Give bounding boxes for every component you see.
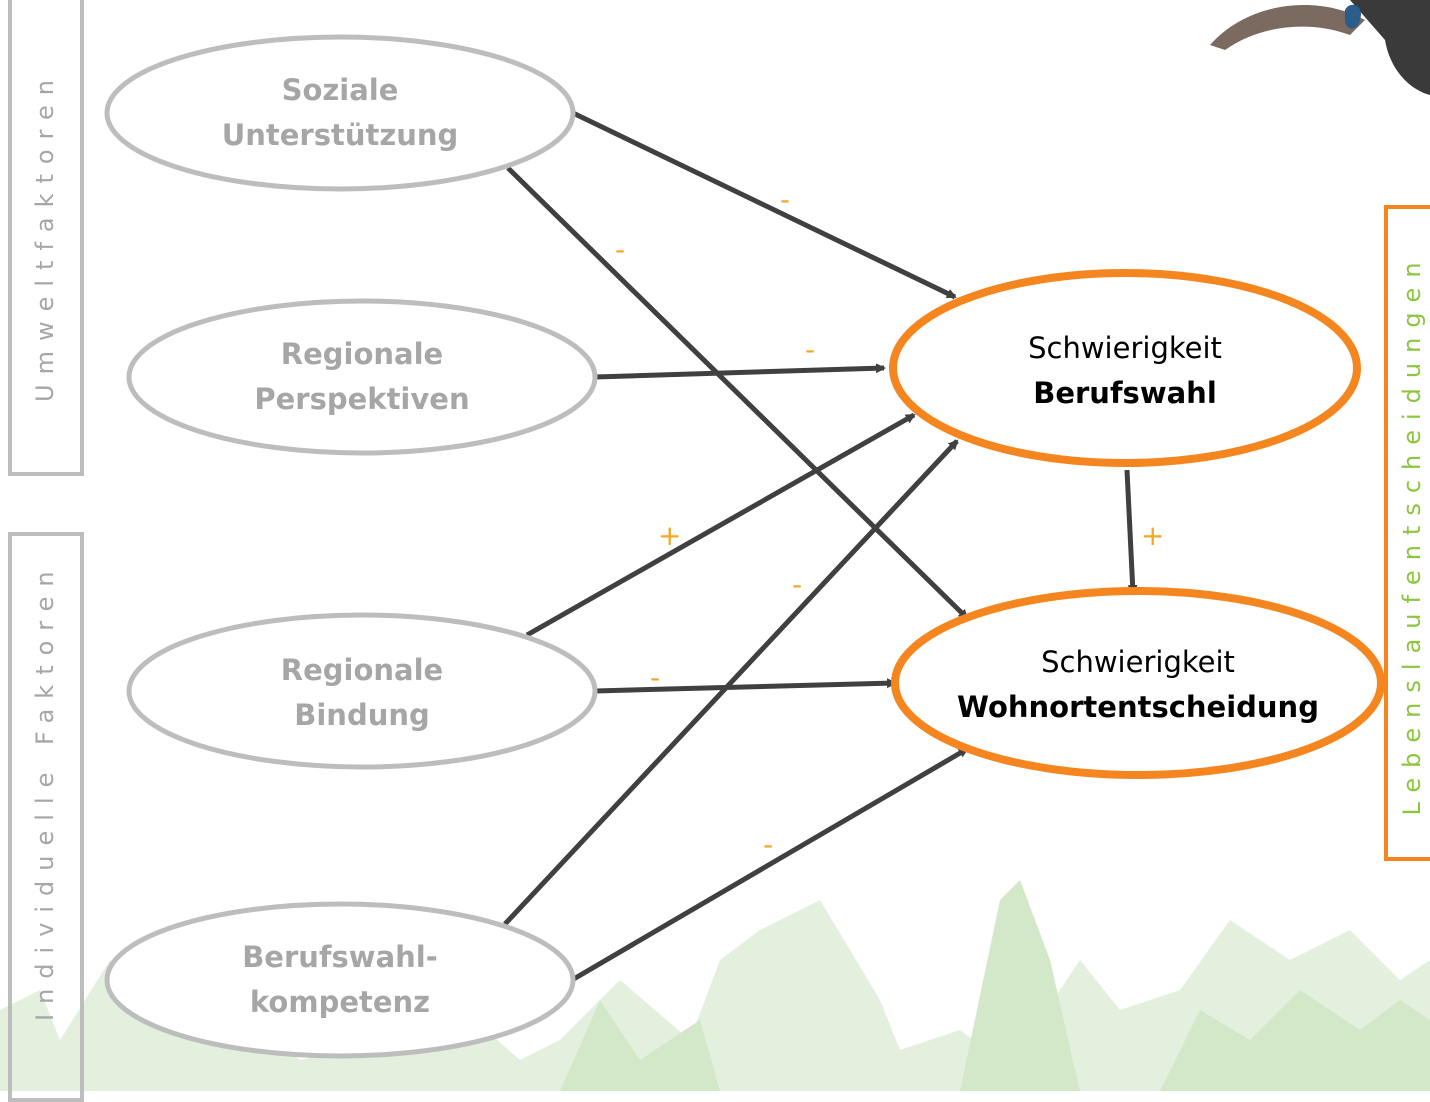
node-line-2: Bindung bbox=[294, 698, 430, 732]
node-regional-bond-text: Regionale Bindung bbox=[212, 648, 512, 738]
node-career-competence-text: Berufswahl- kompetenz bbox=[190, 935, 490, 1025]
edge-social-to-career bbox=[571, 110, 957, 300]
node-line-1: Schwierigkeit bbox=[1041, 645, 1235, 679]
edge-career-to-residence bbox=[1124, 469, 1138, 595]
environment-factors-box bbox=[8, 0, 84, 476]
edge-sign: - bbox=[805, 333, 816, 366]
node-line-1: Regionale bbox=[280, 337, 444, 371]
node-career-difficulty bbox=[889, 269, 1361, 467]
life-course-box bbox=[1384, 205, 1430, 861]
edge-competence-to-residence bbox=[570, 746, 969, 983]
node-regional-perspectives-text: Regionale Perspektiven bbox=[212, 332, 512, 422]
edge-social-to-residence bbox=[506, 166, 969, 620]
node-career-difficulty-text: Schwierigkeit Berufswahl bbox=[955, 326, 1295, 416]
node-line-1: Regionale bbox=[280, 653, 444, 687]
edge-sign: - bbox=[792, 568, 803, 601]
edge-perspectives-to-career bbox=[594, 363, 886, 380]
node-social-support-text: Soziale Unterstützung bbox=[190, 68, 490, 158]
node-line-2: kompetenz bbox=[249, 985, 431, 1019]
node-social-support bbox=[104, 34, 576, 192]
node-line-1: Soziale bbox=[281, 73, 399, 107]
node-residence-difficulty-text: Schwierigkeit Wohnortentscheidung bbox=[948, 640, 1328, 730]
node-line-1: Schwierigkeit bbox=[1028, 331, 1222, 365]
edge-bond-to-residence bbox=[594, 678, 897, 694]
node-line-2: Perspektiven bbox=[254, 382, 470, 416]
node-residence-difficulty bbox=[891, 587, 1385, 779]
edge-sign: - bbox=[780, 183, 791, 216]
edge-competence-to-career bbox=[503, 439, 959, 926]
bird-illustration bbox=[1210, 0, 1430, 95]
edge-sign: - bbox=[650, 661, 661, 694]
node-line-2: Berufswahl bbox=[1033, 376, 1217, 410]
node-line-2: Wohnortentscheidung bbox=[957, 690, 1319, 724]
edge-sign: - bbox=[763, 828, 774, 861]
node-regional-bond bbox=[126, 612, 598, 770]
node-line-1: Berufswahl- bbox=[242, 940, 438, 974]
node-regional-perspectives bbox=[126, 298, 598, 456]
edge-sign: + bbox=[1141, 519, 1165, 552]
node-line-2: Unterstützung bbox=[221, 118, 459, 152]
edge-sign: + bbox=[658, 519, 682, 552]
edge-sign: - bbox=[615, 233, 626, 266]
edge-bond-to-career bbox=[525, 412, 916, 638]
node-career-competence bbox=[104, 901, 576, 1059]
